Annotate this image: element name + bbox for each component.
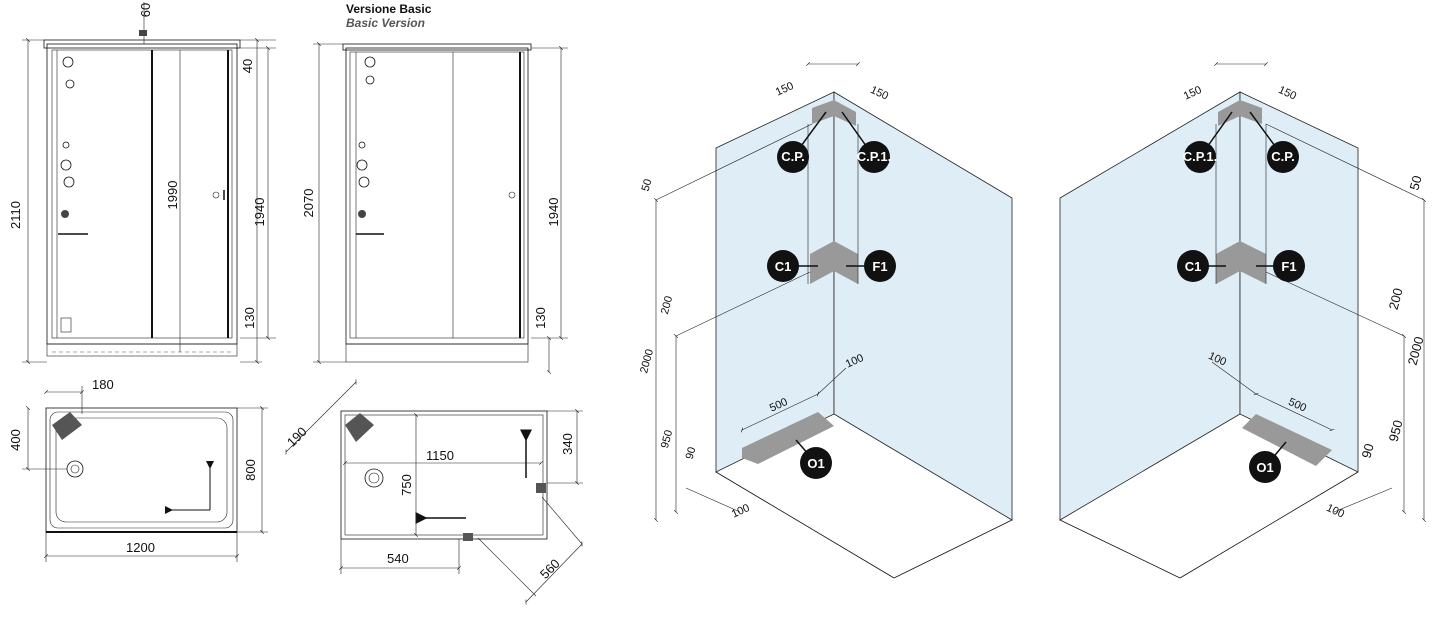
dim-100-right-b: 100: [1324, 502, 1346, 521]
badge-cp-right: C.P.: [1267, 141, 1299, 173]
svg-text:C.P.: C.P.: [1271, 149, 1295, 164]
dim-1150: 1150: [426, 448, 454, 463]
dim-200-left: 200: [659, 295, 675, 316]
dim-90-left: 90: [684, 446, 699, 461]
badge-cp1-right: C.P.1.: [1183, 141, 1217, 173]
dim-950-left: 950: [659, 429, 675, 450]
dim-1940-left: 1940: [252, 198, 267, 227]
svg-text:F1: F1: [1281, 259, 1296, 274]
badge-o1-left: O1: [800, 447, 832, 479]
dim-150-right-b: 150: [1276, 84, 1298, 103]
plan-view-left: 180 400 800 1200: [8, 377, 268, 562]
dim-40: 40: [240, 59, 255, 73]
dim-90-right: 90: [1359, 442, 1377, 460]
dim-2000-left: 2000: [638, 348, 656, 375]
plan-view-right: 1150 750 340 540 190 560: [284, 382, 583, 602]
dim-1200: 1200: [126, 540, 155, 555]
dim-150-left-b: 150: [868, 84, 890, 103]
svg-text:O1: O1: [1256, 460, 1273, 475]
iso-view-right: 150 150 50 200 2000 950 90 500 100 100 C…: [1059, 64, 1427, 579]
dim-60: 60: [138, 3, 153, 17]
dim-130-left: 130: [242, 307, 257, 329]
dim-50-left: 50: [640, 178, 655, 193]
dim-2110: 2110: [8, 201, 23, 229]
dim-540: 540: [387, 551, 409, 566]
badge-c1-right: C1: [1177, 250, 1209, 282]
badge-cp1-left: C.P.1.: [857, 141, 891, 173]
badge-f1-left: F1: [864, 250, 896, 282]
dim-200-right: 200: [1386, 286, 1406, 311]
dim-190: 190: [284, 424, 310, 450]
svg-text:C.P.: C.P.: [781, 149, 805, 164]
dim-150-right-a: 150: [1182, 84, 1204, 103]
svg-text:C.P.1.: C.P.1.: [1183, 149, 1217, 164]
iso-view-left: 150 150 50 200 2000 950 90 500 100 100 C…: [638, 64, 1013, 579]
dim-150-left-a: 150: [774, 80, 796, 99]
svg-text:C1: C1: [1185, 259, 1202, 274]
svg-text:O1: O1: [807, 456, 824, 471]
badge-c1-left: C1: [767, 250, 799, 282]
front-view-right: 2070 1940 130: [301, 44, 568, 372]
dim-800: 800: [243, 459, 258, 481]
badge-f1-right: F1: [1273, 250, 1305, 282]
dim-2000-right: 2000: [1405, 335, 1427, 367]
svg-text:F1: F1: [872, 259, 887, 274]
dim-50-right: 50: [1407, 174, 1425, 192]
front-view-left: 2110 1990 60 40 1940 130: [8, 2, 276, 362]
version-subtitle: Basic Version: [346, 16, 425, 30]
badge-cp-left: C.P.: [777, 141, 809, 173]
dim-180: 180: [92, 377, 114, 392]
dim-950-right: 950: [1386, 418, 1406, 443]
dim-1940-right: 1940: [546, 198, 561, 227]
dim-100-left-b: 100: [730, 502, 752, 521]
badge-o1-right: O1: [1249, 451, 1281, 483]
svg-text:C.P.1.: C.P.1.: [857, 149, 891, 164]
dim-1990: 1990: [165, 181, 180, 210]
svg-text:C1: C1: [775, 259, 792, 274]
version-title: Versione Basic: [346, 2, 432, 16]
dim-130-right: 130: [533, 307, 548, 329]
dim-2070: 2070: [301, 189, 316, 218]
dim-340: 340: [560, 433, 575, 455]
dim-400: 400: [8, 429, 23, 451]
dim-750: 750: [399, 474, 414, 496]
dim-560: 560: [537, 556, 563, 582]
